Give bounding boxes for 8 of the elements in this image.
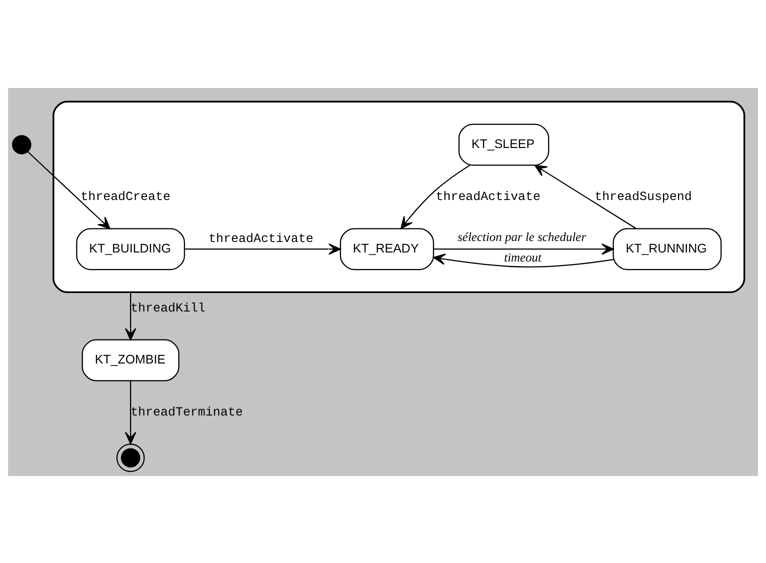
edge-label: threadActivate — [436, 190, 541, 204]
edge-label: threadActivate — [208, 232, 314, 246]
edge-label: threadSuspend — [594, 190, 692, 204]
edge-label: threadCreate — [80, 190, 170, 204]
edge-label: timeout — [504, 250, 542, 264]
edge-label: threadKill — [130, 300, 206, 315]
edge-label: sélection par le scheduler — [458, 229, 586, 244]
edge-label: threadTerminate — [130, 405, 243, 420]
